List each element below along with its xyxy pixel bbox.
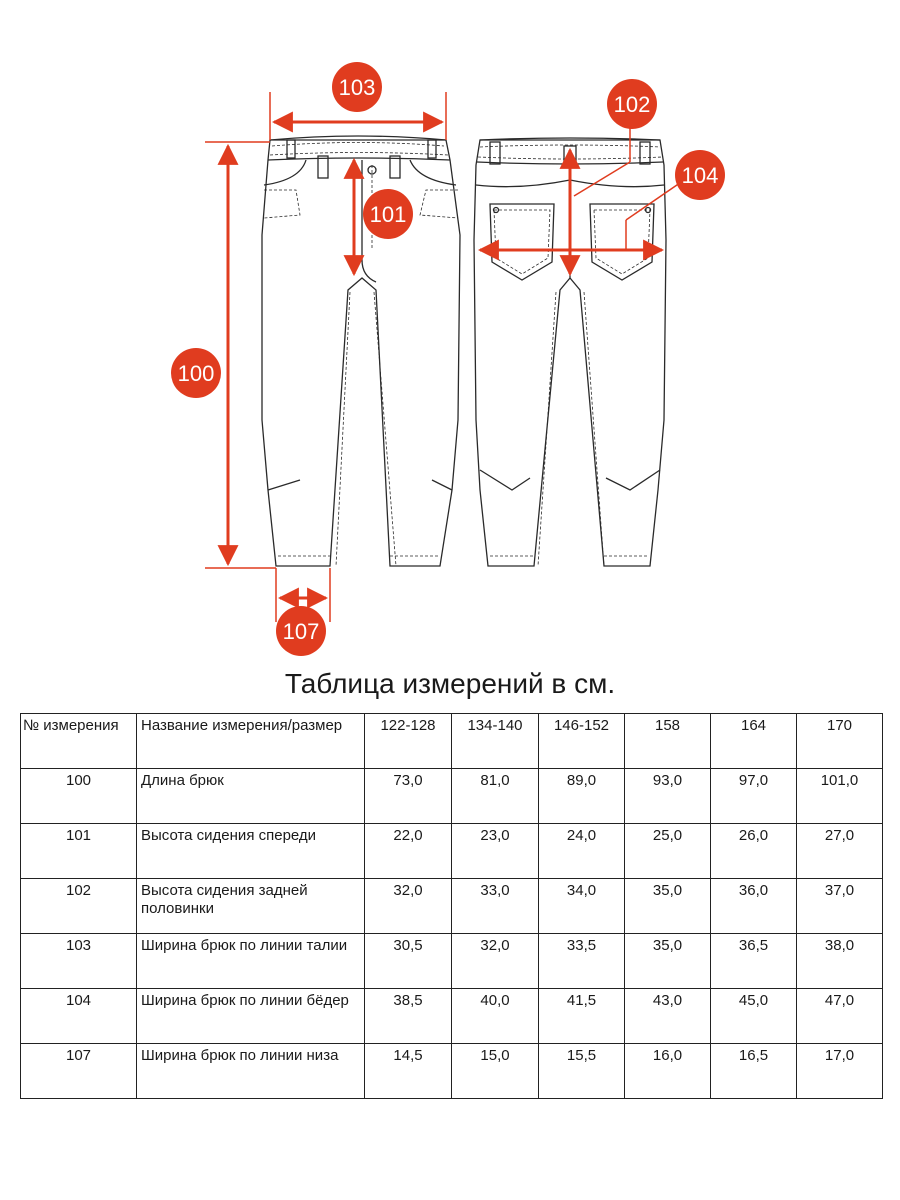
row-name: Ширина брюк по линии низа (136, 1043, 365, 1099)
row-name: Длина брюк (136, 768, 365, 824)
cell-value: 32,0 (364, 878, 452, 934)
header-size: 134-140 (451, 713, 539, 769)
cell-value: 25,0 (624, 823, 711, 879)
cell-value: 14,5 (364, 1043, 452, 1099)
cell-value: 23,0 (451, 823, 539, 879)
badge-101-label: 101 (370, 202, 407, 227)
table-row: 101 Высота сидения спереди 22,0 23,0 24,… (20, 823, 883, 879)
cell-value: 16,5 (710, 1043, 797, 1099)
cell-value: 45,0 (710, 988, 797, 1044)
cell-value: 26,0 (710, 823, 797, 879)
header-size: 146-152 (538, 713, 625, 769)
cell-value: 30,5 (364, 933, 452, 989)
row-number: 104 (20, 988, 137, 1044)
row-number: 107 (20, 1043, 137, 1099)
badge-107: 107 (276, 606, 326, 656)
cell-value: 40,0 (451, 988, 539, 1044)
table-row: 102 Высота сидения задней половинки 32,0… (20, 878, 883, 934)
header-name: Название измерения/размер (136, 713, 365, 769)
row-name: Высота сидения задней половинки (136, 878, 365, 934)
badge-103: 103 (332, 62, 382, 112)
row-number: 101 (20, 823, 137, 879)
row-name: Ширина брюк по линии талии (136, 933, 365, 989)
measurement-arrows (205, 92, 691, 622)
cell-value: 43,0 (624, 988, 711, 1044)
row-number: 103 (20, 933, 137, 989)
cell-value: 47,0 (796, 988, 883, 1044)
table-row: 107 Ширина брюк по линии низа 14,5 15,0 … (20, 1043, 883, 1099)
cell-value: 101,0 (796, 768, 883, 824)
cell-value: 33,0 (451, 878, 539, 934)
badge-104: 104 (675, 150, 725, 200)
cell-value: 16,0 (624, 1043, 711, 1099)
table-row: 104 Ширина брюк по линии бёдер 38,5 40,0… (20, 988, 883, 1044)
front-pants-sketch (261, 135, 461, 567)
header-size: 122-128 (364, 713, 452, 769)
cell-value: 36,0 (710, 878, 797, 934)
badge-100: 100 (171, 348, 221, 398)
size-table: № измерения Название измерения/размер 12… (20, 713, 883, 1099)
cell-value: 33,5 (538, 933, 625, 989)
table-row: 103 Ширина брюк по линии талии 30,5 32,0… (20, 933, 883, 989)
header-size: 164 (710, 713, 797, 769)
cell-value: 35,0 (624, 878, 711, 934)
table-title: Таблица измерений в см. (284, 668, 616, 699)
row-number: 100 (20, 768, 137, 824)
cell-value: 27,0 (796, 823, 883, 879)
cell-value: 37,0 (796, 878, 883, 934)
cell-value: 38,0 (796, 933, 883, 989)
header-size: 170 (796, 713, 883, 769)
table-row: 100 Длина брюк 73,0 81,0 89,0 93,0 97,0 … (20, 768, 883, 824)
cell-value: 38,5 (364, 988, 452, 1044)
badge-102: 102 (607, 79, 657, 129)
header-number: № измерения (20, 713, 137, 769)
cell-value: 89,0 (538, 768, 625, 824)
badge-100-label: 100 (178, 361, 215, 386)
pants-measurement-diagram: 103 101 100 107 102 104 (171, 62, 725, 656)
cell-value: 15,5 (538, 1043, 625, 1099)
cell-value: 15,0 (451, 1043, 539, 1099)
cell-value: 97,0 (710, 768, 797, 824)
cell-value: 93,0 (624, 768, 711, 824)
cell-value: 35,0 (624, 933, 711, 989)
cell-value: 34,0 (538, 878, 625, 934)
cell-value: 81,0 (451, 768, 539, 824)
cell-value: 24,0 (538, 823, 625, 879)
row-name: Высота сидения спереди (136, 823, 365, 879)
cell-value: 41,5 (538, 988, 625, 1044)
header-size: 158 (624, 713, 711, 769)
table-header-row: № измерения Название измерения/размер 12… (20, 713, 883, 769)
cell-value: 17,0 (796, 1043, 883, 1099)
row-name: Ширина брюк по линии бёдер (136, 988, 365, 1044)
badge-101: 101 (363, 189, 413, 239)
badge-104-label: 104 (682, 163, 719, 188)
badge-103-label: 103 (339, 75, 376, 100)
badge-107-label: 107 (283, 619, 320, 644)
cell-value: 22,0 (364, 823, 452, 879)
badge-102-label: 102 (614, 92, 651, 117)
cell-value: 36,5 (710, 933, 797, 989)
row-number: 102 (20, 878, 137, 934)
cell-value: 32,0 (451, 933, 539, 989)
cell-value: 73,0 (364, 768, 452, 824)
